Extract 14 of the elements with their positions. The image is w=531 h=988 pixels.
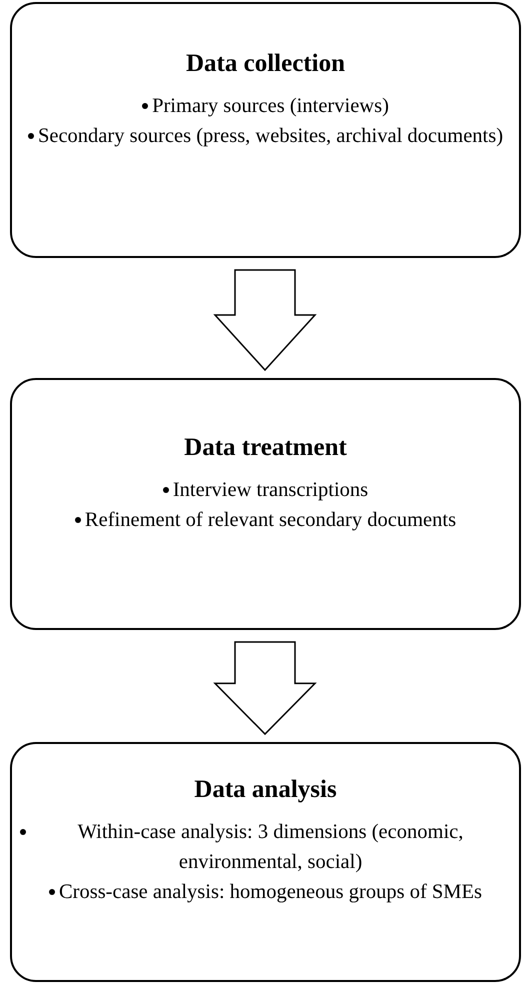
box-heading: Data treatment [184,433,347,463]
bullet-text: Within-case analysis: 3 dimensions (economic, environmental, social) [76,820,464,876]
process-box [10,2,521,258]
bullet-text: Refinement of relevant secondary documents [84,508,456,534]
bullet-text: Primary sources (interviews) [152,94,389,120]
bullet-text: Secondary sources (press, websites, archival documents) [38,124,504,150]
bullet-text: Cross-case analysis: homogeneous groups of SMEs [58,880,482,906]
bullet-text: Interview transcriptions [172,478,368,504]
process-box [10,378,521,630]
process-box [10,742,521,982]
block-arrow [213,269,317,372]
box-heading: Data analysis [194,775,337,805]
box-heading: Data collection [186,49,345,79]
block-arrow [213,641,317,736]
